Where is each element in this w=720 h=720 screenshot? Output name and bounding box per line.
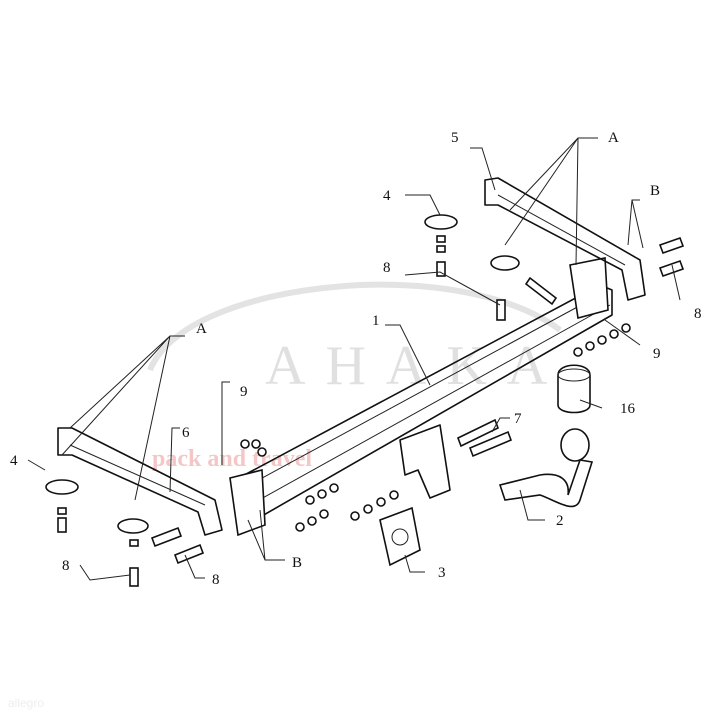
label-3: 3 [438, 565, 446, 581]
label-6: 6 [182, 425, 190, 441]
watermark: AHAKA pack and travel allegro [8, 281, 562, 710]
label-b-right: B [650, 183, 660, 199]
label-8-right: 8 [694, 306, 702, 322]
label-5: 5 [451, 130, 459, 146]
label-8-bottom-mid: 8 [212, 572, 220, 588]
right-side-bracket [484, 177, 646, 301]
center-bracket [379, 424, 451, 567]
rubber-pads [45, 214, 520, 534]
corner-logo: allegro [8, 696, 44, 710]
bolts [57, 235, 685, 587]
left-side-bracket [57, 427, 223, 536]
label-8-mid: 8 [383, 260, 391, 276]
label-8-bottom-left: 8 [62, 558, 70, 574]
label-9-right: 9 [653, 346, 661, 362]
label-b-bottom: B [292, 555, 302, 571]
label-1: 1 [372, 313, 380, 329]
label-7: 7 [514, 411, 522, 427]
label-9-left: 9 [240, 384, 248, 400]
label-a-left: A [196, 321, 207, 337]
label-4-top: 4 [383, 188, 391, 204]
part-labels: 5 A 4 B 8 8 1 9 16 A 9 6 7 4 2 8 8 B 3 [10, 130, 702, 588]
label-a-top: A [608, 130, 619, 146]
label-4-left: 4 [10, 453, 18, 469]
watermark-tagline: pack and travel [152, 446, 312, 472]
label-16: 16 [620, 401, 636, 417]
label-2: 2 [556, 513, 564, 529]
towball [498, 364, 594, 508]
leader-lines [27, 137, 681, 581]
cross-beam [229, 257, 613, 537]
